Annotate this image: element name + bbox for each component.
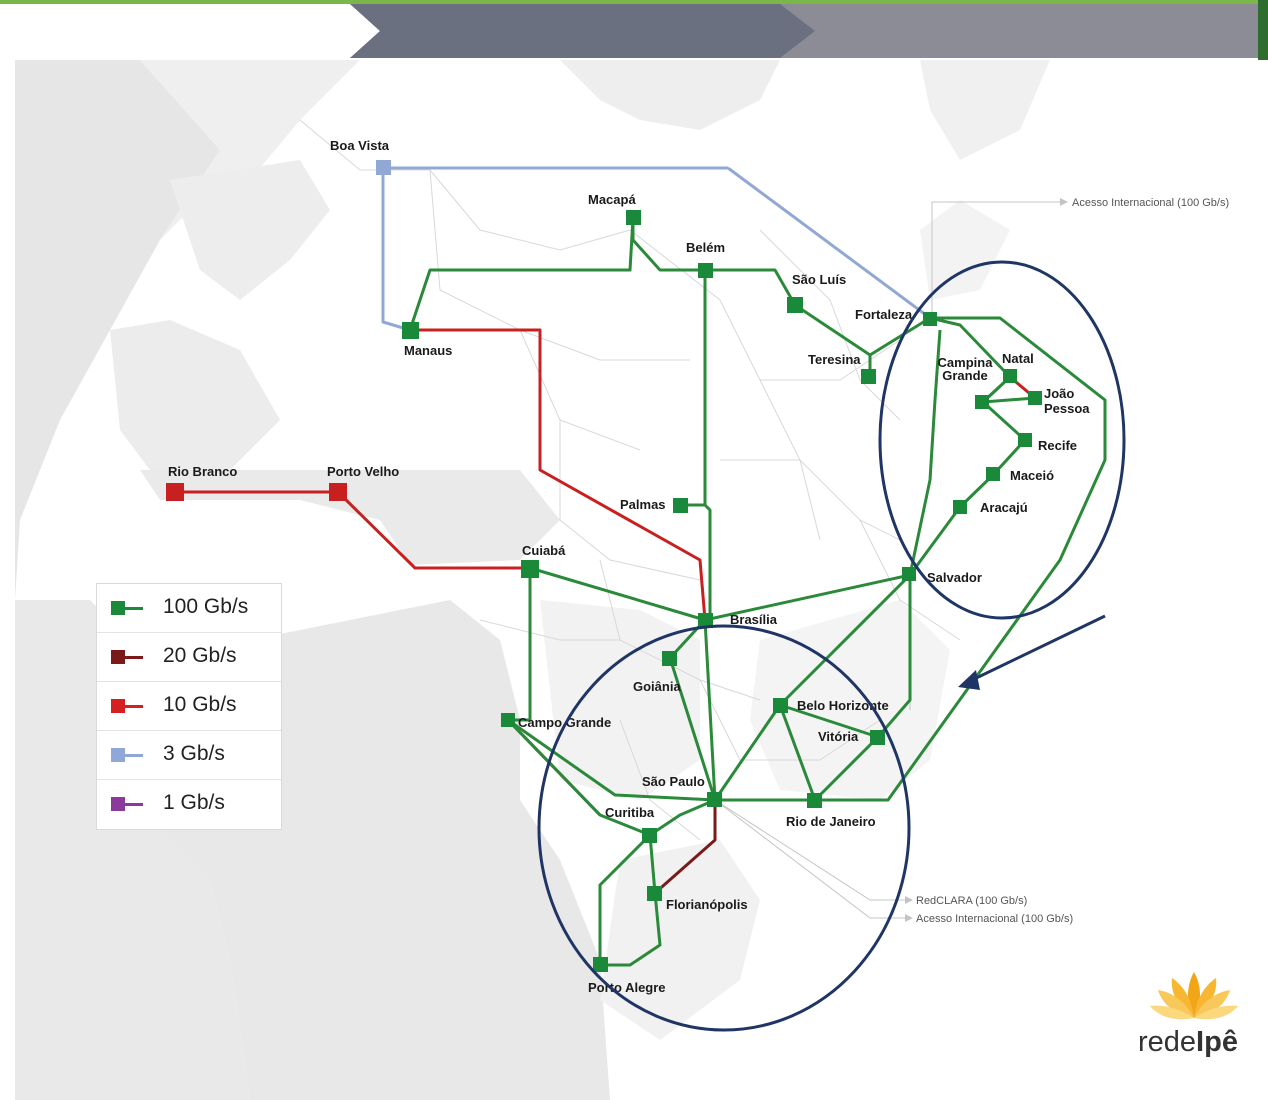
label-aracaju: Aracajú (980, 500, 1028, 515)
legend-swatch-3gbs (111, 748, 125, 762)
label-belem: Belém (686, 240, 725, 255)
label-fortaleza: Fortaleza (855, 307, 913, 322)
logo-brand: Ipê (1196, 1026, 1238, 1058)
nodes (166, 160, 1042, 972)
label-cuiaba: Cuiabá (522, 543, 566, 558)
rede-ipe-logo: redeIpê (1120, 966, 1260, 1076)
label-intl-south: Acesso Internacional (100 Gb/s) (916, 913, 1073, 925)
logo-wordmark: redeIpê (1138, 1026, 1238, 1059)
node-curitiba (642, 828, 657, 843)
node-rio-de-janeiro (807, 793, 822, 808)
label-salvador: Salvador (927, 570, 982, 585)
label-vitoria: Vitória (818, 729, 859, 744)
label-campina-grande: Campina Grande (937, 356, 993, 383)
intl-line-north (931, 201, 1060, 318)
node-vitoria (870, 730, 885, 745)
node-rio-branco (166, 483, 184, 501)
label-rio-branco: Rio Branco (168, 464, 237, 479)
city-labels: Boa Vista Macapá Belém São Luís Fortalez… (168, 138, 1090, 995)
international-labels: Acesso Internacional (100 Gb/s) RedCLARA… (916, 197, 1229, 925)
legend-label-1gbs: 1 Gb/s (163, 791, 225, 814)
legend-item-20gbs: 20 Gb/s (97, 633, 281, 682)
node-recife (1018, 433, 1032, 447)
legend-swatch-10gbs (111, 699, 125, 713)
legend-item-10gbs: 10 Gb/s (97, 682, 281, 731)
highlight-ellipse-southeast (537, 624, 911, 1032)
node-aracaju (953, 500, 967, 514)
node-palmas (673, 498, 688, 513)
label-campina-grande-box: Campina Grande (937, 356, 993, 383)
node-brasilia (698, 613, 713, 628)
node-manaus (402, 322, 419, 339)
node-macapa (626, 210, 641, 225)
node-goiania (662, 651, 677, 666)
label-florianopolis: Florianópolis (666, 897, 748, 912)
node-maceio (986, 467, 1000, 481)
node-belem (698, 263, 713, 278)
node-florianopolis (647, 886, 662, 901)
label-brasilia: Brasília (730, 612, 778, 627)
node-sao-luis (787, 297, 803, 313)
node-porto-alegre (593, 957, 608, 972)
node-fortaleza (923, 312, 937, 326)
label-maceio: Maceió (1010, 468, 1054, 483)
label-porto-alegre: Porto Alegre (588, 980, 666, 995)
label-macapa: Macapá (588, 192, 636, 207)
label-belo-horizonte: Belo Horizonte (797, 698, 889, 713)
legend-swatch-100gbs (111, 601, 125, 615)
node-cuiaba (521, 560, 539, 578)
legend-swatch-1gbs (111, 797, 125, 811)
legend-label-20gbs: 20 Gb/s (163, 644, 237, 667)
legend-label-100gbs: 100 Gb/s (163, 595, 249, 618)
highlight-annotations (537, 260, 1126, 1032)
links-3gbs (381, 166, 931, 332)
legend-item-1gbs: 1 Gb/s (97, 780, 281, 829)
legend: 100 Gb/s 20 Gb/s 10 Gb/s 3 Gb/s 1 Gb/s (96, 583, 282, 830)
label-redclara: RedCLARA (100 Gb/s) (916, 895, 1027, 907)
label-joao-pessoa-box: João Pessoa (1044, 386, 1090, 416)
annotation-arrow (967, 614, 1106, 684)
legend-swatch-20gbs (111, 650, 125, 664)
label-teresina: Teresina (808, 352, 861, 367)
label-boa-vista: Boa Vista (330, 138, 390, 153)
label-manaus: Manaus (404, 343, 452, 358)
node-porto-velho (329, 483, 347, 501)
node-sao-paulo (707, 792, 722, 807)
lotus-icon (1150, 972, 1238, 1020)
label-recife: Recife (1038, 438, 1077, 453)
node-natal (1003, 369, 1017, 383)
legend-label-3gbs: 3 Gb/s (163, 742, 225, 765)
label-goiania: Goiânia (633, 679, 681, 694)
label-rio-de-janeiro: Rio de Janeiro (786, 814, 876, 829)
legend-item-100gbs: 100 Gb/s (97, 584, 281, 633)
legend-item-3gbs: 3 Gb/s (97, 731, 281, 780)
highlight-ellipse-northeast (878, 260, 1126, 620)
label-palmas: Palmas (620, 497, 666, 512)
label-sao-luis: São Luís (792, 272, 846, 287)
international-lines (714, 198, 1068, 922)
node-boa-vista (376, 160, 391, 175)
node-campo-grande (501, 713, 515, 727)
node-salvador (902, 567, 916, 581)
logo-prefix: rede (1138, 1026, 1197, 1058)
label-porto-velho: Porto Velho (327, 464, 399, 479)
legend-label-10gbs: 10 Gb/s (163, 693, 237, 716)
label-joao-pessoa: João Pessoa (1044, 386, 1090, 416)
node-joao-pessoa (1028, 391, 1042, 405)
node-belo-horizonte (773, 698, 788, 713)
node-teresina (861, 369, 876, 384)
label-curitiba: Curitiba (605, 805, 655, 820)
label-sao-paulo: São Paulo (642, 774, 705, 789)
label-natal: Natal (1002, 351, 1034, 366)
label-intl-north: Acesso Internacional (100 Gb/s) (1072, 197, 1229, 209)
node-campina-grande (975, 395, 989, 409)
